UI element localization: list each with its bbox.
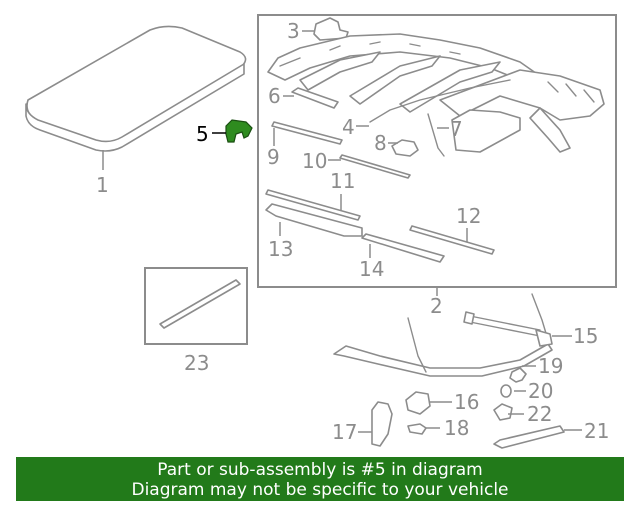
callout-4[interactable]: 4 [342,115,355,139]
info-banner: Part or sub-assembly is #5 in diagram Di… [16,457,624,501]
part-12-seal[interactable] [409,225,495,255]
callout-2[interactable]: 2 [430,294,443,318]
part-21-rod[interactable] [493,425,582,449]
parts-diagram: 1 2 3 4 5 6 7 8 9 10 11 12 13 14 15 16 1… [25,14,617,449]
callout-21[interactable]: 21 [584,419,609,443]
callout-11[interactable]: 11 [330,169,355,193]
callout-23[interactable]: 23 [184,351,209,375]
part-19-clip[interactable] [509,365,536,383]
roof-frame-structure[interactable] [267,33,605,153]
callout-16[interactable]: 16 [454,390,479,414]
part-20-grommet[interactable] [500,384,526,398]
part-23-box [144,267,248,345]
part-3-bracket[interactable] [302,17,349,41]
callout-3[interactable]: 3 [287,19,300,43]
callout-17[interactable]: 17 [332,420,357,444]
part-18-bolt[interactable] [407,423,440,435]
part-9-seal[interactable] [271,121,343,146]
callout-14[interactable]: 14 [359,257,384,281]
part-6-strip[interactable] [283,87,339,109]
callout-12[interactable]: 12 [456,204,481,228]
callout-10[interactable]: 10 [302,149,327,173]
callout-9[interactable]: 9 [267,145,280,169]
callout-15[interactable]: 15 [573,324,598,348]
part-10-seal[interactable] [328,154,411,179]
callout-1[interactable]: 1 [96,173,109,197]
part-14-weatherstrip[interactable] [361,233,445,263]
part-13-weatherstrip[interactable] [265,203,363,237]
callout-22[interactable]: 22 [527,402,552,426]
callout-6[interactable]: 6 [268,84,281,108]
part-22-clip[interactable] [493,403,524,421]
part-4-cable[interactable] [356,79,511,127]
banner-line-2: Diagram may not be specific to your vehi… [131,480,509,500]
callout-7[interactable]: 7 [450,117,463,141]
part-23-strip[interactable] [159,279,241,329]
part-11-seal[interactable] [265,189,361,221]
callout-8[interactable]: 8 [374,131,387,155]
banner-line-1: Part or sub-assembly is #5 in diagram [157,460,483,480]
part-7-rod[interactable] [427,113,449,157]
callout-20[interactable]: 20 [528,379,553,403]
callout-5[interactable]: 5 [196,122,209,146]
part-17-cover[interactable] [358,401,393,447]
lower-bow-assembly[interactable] [333,293,553,377]
part-5-highlighted-bracket[interactable] [212,119,253,143]
callout-13[interactable]: 13 [268,237,293,261]
part-1-hardtop[interactable] [25,25,247,170]
callout-19[interactable]: 19 [538,354,563,378]
part-16-hinge[interactable] [405,391,452,415]
part-8-latch[interactable] [388,139,419,157]
callout-18[interactable]: 18 [444,416,469,440]
